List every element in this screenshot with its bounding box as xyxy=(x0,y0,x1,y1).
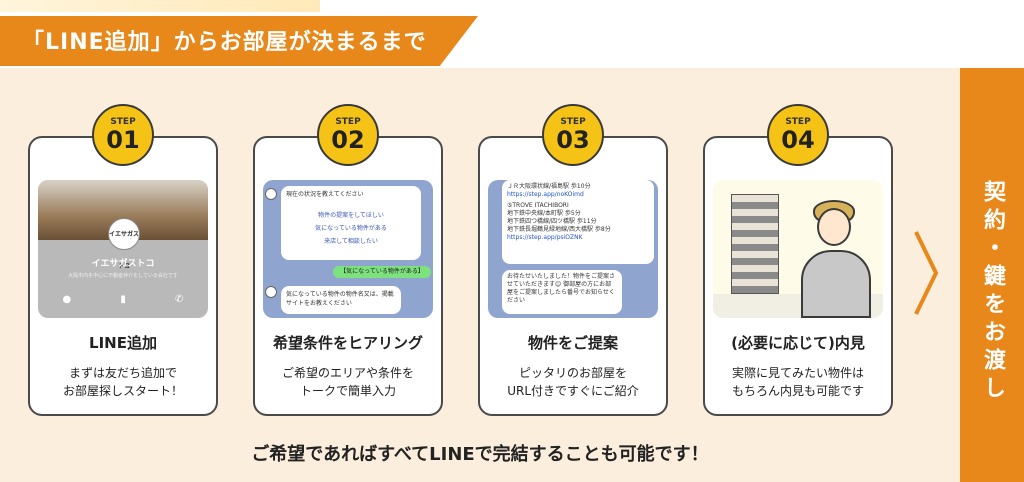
proposal-chat-screenshot: ＪＲ大阪環状線/福島駅 歩10分 https://step.app/noKOim… xyxy=(488,180,658,318)
option-3: 来店して相談したい xyxy=(324,238,378,245)
line-profile-screenshot: イエサガストコ イエサガストコ 大阪市内を中心に不動産仲介をしている会社です ●… xyxy=(38,180,208,318)
step-desc-4: 実際に見てみたい物件は もちろん内見も可能です xyxy=(703,364,893,400)
step-desc-line: 実際に見てみたい物件は xyxy=(731,366,864,380)
step-title-2: 希望条件をヒアリング xyxy=(272,334,423,352)
step-desc-line: URL付きですぐにご紹介 xyxy=(507,384,639,398)
question-bubble: 現在の状況を教えてください 物件の提案をしてほしい 気になっている物件がある 来… xyxy=(281,186,421,260)
step-desc-line: ご希望のエリアや条件を xyxy=(281,366,414,380)
listing-line: 地下鉄中央線/本町駅 歩5分 xyxy=(507,210,581,217)
side-label: 契約・鍵をお渡し xyxy=(980,180,1005,404)
listing-line: ⑤TROVE ITACHIBORI xyxy=(507,202,569,209)
proposal-bubble: お待たせいたしました！物件をご提案させていただきます😊 御部屋の方にお部屋をご提… xyxy=(502,270,622,314)
badge-number: 03 xyxy=(556,126,590,154)
user-reply-bubble: 【気になっている物件がある】 xyxy=(333,266,431,278)
followup-bubble: 気になっている物件の物件名又は、掲載サイトをお教えください xyxy=(281,286,401,314)
step-badge-4: STEP 04 xyxy=(767,104,829,166)
step-title-1: LINE追加 xyxy=(89,334,157,352)
footer-note: ご希望であればすべてLINEで完結することも可能です！ xyxy=(251,444,709,465)
phone-icon: ✆ xyxy=(175,294,184,305)
side-band xyxy=(960,68,1024,482)
badge-number: 04 xyxy=(781,126,815,154)
badge-step-label: STEP xyxy=(335,117,361,127)
account-description: 大阪市内を中心に不動産仲介をしている会社です xyxy=(68,273,178,279)
viewing-illustration xyxy=(713,180,883,318)
step-desc-3: ピッタリのお部屋を URL付きですぐにご紹介 xyxy=(478,364,668,400)
agent-body xyxy=(801,250,871,318)
step-desc-1: まずは友だち追加で お部屋探しスタート！ xyxy=(28,364,218,400)
avatar xyxy=(265,188,277,200)
hearing-chat-screenshot: 現在の状況を教えてください 物件の提案をしてほしい 気になっている物件がある 来… xyxy=(263,180,433,318)
listing-line: 地下鉄四つ橋線/四ツ橋駅 歩11分 xyxy=(507,218,597,225)
badge-step-label: STEP xyxy=(110,117,136,127)
profile-actions: ● ▮ ✆ xyxy=(38,294,208,305)
step-title-4: (必要に応じて)内見 xyxy=(731,334,865,352)
avatar xyxy=(265,286,277,298)
badge-step-label: STEP xyxy=(560,117,586,127)
page-title: 「LINE追加」からお部屋が決まるまで xyxy=(22,30,427,55)
badge-step-label: STEP xyxy=(785,117,811,127)
account-name: イエサガストコ xyxy=(91,259,155,269)
badge-number: 02 xyxy=(331,126,365,154)
step-desc-line: もちろん内見も可能です xyxy=(731,384,864,398)
top-stripe xyxy=(0,0,320,12)
step-title-3: 物件をご提案 xyxy=(527,334,618,352)
agent-face xyxy=(817,208,851,246)
step-badge-1: STEP 01 xyxy=(92,104,154,166)
step-desc-2: ご希望のエリアや条件を トークで簡単入力 xyxy=(253,364,443,400)
option-2: 気になっている物件がある xyxy=(315,225,387,232)
step-desc-line: お部屋探しスタート！ xyxy=(62,384,183,398)
building-icon xyxy=(731,194,779,294)
listing-line: 地下鉄長堀鶴見緑地線/西大橋駅 歩8分 xyxy=(507,226,611,233)
badge-number: 01 xyxy=(106,126,140,154)
step-badge-3: STEP 03 xyxy=(542,104,604,166)
chat-icon: ● xyxy=(62,294,72,305)
step-badge-2: STEP 02 xyxy=(317,104,379,166)
listing-link: https://step.app/psiOZNK xyxy=(507,234,583,241)
option-1: 物件の提案をしてほしい xyxy=(318,212,384,219)
question-title: 現在の状況を教えてください xyxy=(286,191,364,198)
company-logo: イエサガストコ xyxy=(108,218,140,270)
chevron-right-icon xyxy=(914,231,939,315)
header-banner xyxy=(0,16,478,66)
listing-bubble: ＪＲ大阪環状線/福島駅 歩10分 https://step.app/noKOim… xyxy=(502,180,654,264)
step-desc-line: まずは友だち追加で xyxy=(68,366,177,380)
step-desc-line: トークで簡単入力 xyxy=(299,384,396,398)
step-desc-line: ピッタリのお部屋を xyxy=(518,366,627,380)
document-icon: ▮ xyxy=(120,294,126,305)
listing-line: ＪＲ大阪環状線/福島駅 歩10分 xyxy=(507,183,591,190)
listing-link: https://step.app/noKOimd xyxy=(507,191,584,198)
